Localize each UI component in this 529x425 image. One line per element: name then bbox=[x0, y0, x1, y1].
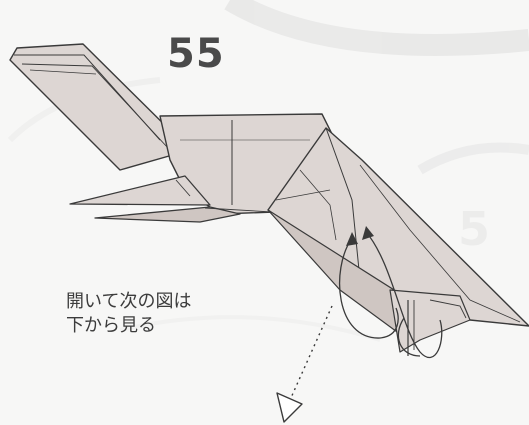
lower-left-flaps bbox=[69, 175, 273, 223]
instruction-line-1: 開いて次の図は bbox=[66, 291, 192, 312]
background-ghost-drawing: 5 bbox=[7, 0, 529, 342]
step-number: 55 bbox=[167, 31, 225, 77]
instruction-text: 開いて次の図は 下から見る bbox=[66, 290, 191, 338]
lower-layers bbox=[267, 209, 471, 356]
hollow-arrowhead-icon bbox=[276, 392, 303, 423]
curved-arrow-icon bbox=[338, 226, 443, 359]
left-wing bbox=[9, 43, 191, 171]
svg-text:5: 5 bbox=[458, 202, 490, 256]
dotted-arrow-icon bbox=[289, 305, 333, 401]
instruction-line-2: 下から見る bbox=[66, 315, 156, 336]
